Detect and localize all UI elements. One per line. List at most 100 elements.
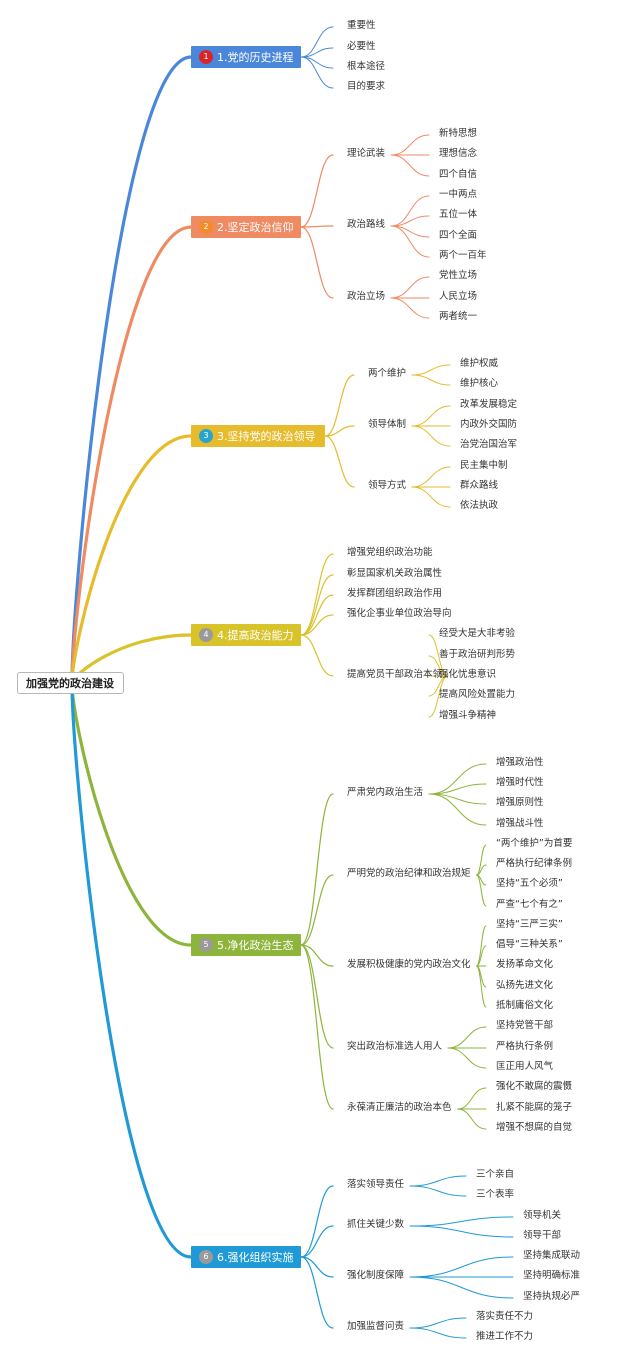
connector-line (476, 925, 487, 967)
sub-topic-label: 严肃党内政治生活 (347, 787, 424, 798)
leaf-topic-label: 维护权威 (460, 358, 499, 369)
leaf-topic: 坚持“五个必须” (496, 879, 563, 889)
leaf-topic-label: 发扬革命文化 (496, 959, 554, 970)
connector-line (70, 225, 193, 685)
connector-line (300, 574, 334, 636)
sub-topic-label: 发展积极健康的党内政治文化 (347, 959, 471, 970)
leaf-topic: 两个一百年 (439, 251, 487, 261)
connector-line (428, 675, 449, 718)
leaf-topic-label: 根本途径 (347, 61, 386, 72)
connector-line (409, 1276, 514, 1299)
leaf-topic: 维护权威 (460, 359, 498, 369)
leaf-topic: 严格执行条例 (496, 1042, 553, 1052)
connector-line (428, 655, 449, 677)
sub-topic-label: 理论武装 (347, 148, 386, 159)
sub-topic-label: 强化企事业单位政治导向 (347, 608, 452, 619)
sub-topic: 增强党组织政治功能 (347, 548, 433, 558)
branch-topic-label: 1.党的历史进程 (217, 50, 294, 64)
leaf-topic: 治党治国治军 (460, 440, 517, 450)
leaf-topic-label: 坚持“三严三实” (496, 919, 563, 930)
connector-line (409, 1327, 467, 1339)
leaf-topic: 党性立场 (439, 271, 477, 281)
connector-line (324, 435, 355, 488)
priority-6-icon: 6 (199, 1250, 213, 1264)
connector-line (390, 225, 430, 258)
sub-topic-label: 永葆清正廉洁的政治本色 (347, 1102, 452, 1113)
leaf-topic-label: 坚持“五个必须” (496, 878, 563, 889)
sub-topic: 两个维护 (368, 369, 406, 379)
leaf-topic-label: 改革发展稳定 (460, 399, 518, 410)
leaf-topic: 三个表率 (476, 1190, 514, 1200)
leaf-topic: 增强时代性 (496, 778, 544, 788)
branch-topic-5: 5 5.净化政治生态 (191, 934, 301, 956)
leaf-topic: “两个维护”为首要 (496, 839, 572, 849)
leaf-topic-label: 增强战斗性 (496, 818, 544, 829)
leaf-topic: 善于政治研判形势 (439, 650, 515, 660)
priority-3-icon: 3 (199, 429, 213, 443)
leaf-topic-label: 两者统一 (439, 311, 478, 322)
connector-line (457, 1108, 487, 1130)
leaf-topic-label: 增强政治性 (496, 757, 544, 768)
leaf-topic: 发扬革命文化 (496, 960, 553, 970)
leaf-topic-label: 党性立场 (439, 270, 478, 281)
leaf-topic: 严查“七个有之” (496, 900, 563, 910)
leaf-topic: 新特思想 (439, 129, 477, 139)
leaf-topic-label: 增强原则性 (496, 797, 544, 808)
connector-line (300, 594, 334, 636)
sub-topic-label: 两个维护 (368, 368, 407, 379)
leaf-topic: 增强原则性 (496, 798, 544, 808)
connector-line (411, 374, 451, 386)
leaf-topic: 五位一体 (439, 210, 477, 220)
sub-topic: 突出政治标准选人用人 (347, 1042, 442, 1052)
leaf-topic: 落实责任不力 (476, 1312, 533, 1322)
sub-topic-label: 加强监督问责 (347, 1321, 405, 1332)
branch-topic-label: 4.提高政治能力 (217, 628, 294, 642)
connector-line (390, 134, 430, 156)
leaf-topic-label: 一中两点 (439, 189, 478, 200)
connector-line (409, 1225, 514, 1238)
connector-line (447, 1026, 487, 1049)
leaf-topic: 四个自信 (439, 170, 477, 180)
leaf-topic: 两者统一 (439, 312, 477, 322)
leaf-topic: 四个全面 (439, 231, 477, 241)
leaf-topic-label: 三个表率 (476, 1189, 515, 1200)
connector-line (409, 1317, 467, 1329)
sub-topic-label: 增强党组织政治功能 (347, 547, 433, 558)
leaf-topic-label: 经受大是大非考验 (439, 628, 516, 639)
connector-line (300, 1225, 334, 1258)
sub-topic: 领导方式 (368, 481, 406, 491)
sub-topic: 强化制度保障 (347, 1271, 404, 1281)
connector-line (300, 1256, 334, 1329)
branch-topic-label: 5.净化政治生态 (217, 938, 294, 952)
leaf-topic-label: 重要性 (347, 20, 376, 31)
connector-line (409, 1175, 467, 1187)
connector-line (300, 634, 334, 677)
priority-5-icon: 5 (199, 938, 213, 952)
leaf-topic-label: 三个亲自 (476, 1169, 515, 1180)
leaf-topic: 增强斗争精神 (439, 711, 496, 721)
leaf-topic: 严格执行纪律条例 (496, 859, 572, 869)
root-topic-label: 加强党的政治建设 (26, 677, 114, 690)
leaf-topic: 改革发展稳定 (460, 400, 517, 410)
leaf-topic-label: 匡正用人风气 (496, 1061, 554, 1072)
leaf-topic: 坚持执规必严 (523, 1292, 580, 1302)
leaf-topic: 必要性 (347, 42, 376, 52)
sub-topic: 落实领导责任 (347, 1180, 404, 1190)
leaf-topic-label: 扎紧不能腐的笼子 (496, 1102, 573, 1113)
sub-topic: 彰显国家机关政治属性 (347, 569, 442, 579)
connector-line (300, 154, 334, 228)
leaf-topic: 经受大是大非考验 (439, 629, 515, 639)
leaf-topic-label: 抵制庸俗文化 (496, 1000, 554, 1011)
leaf-topic: 人民立场 (439, 292, 477, 302)
connector-line (428, 793, 487, 826)
leaf-topic-label: 领导干部 (523, 1230, 562, 1241)
sub-topic: 提高党员干部政治本领 (347, 670, 442, 680)
leaf-topic: 增强战斗性 (496, 819, 544, 829)
connector-line (411, 466, 451, 488)
sub-topic: 理论武装 (347, 149, 385, 159)
connector-line (411, 486, 451, 508)
sub-topic: 永葆清正廉洁的政治本色 (347, 1103, 452, 1113)
root-topic: 加强党的政治建设 (17, 672, 124, 694)
sub-topic-label: 强化制度保障 (347, 1270, 405, 1281)
